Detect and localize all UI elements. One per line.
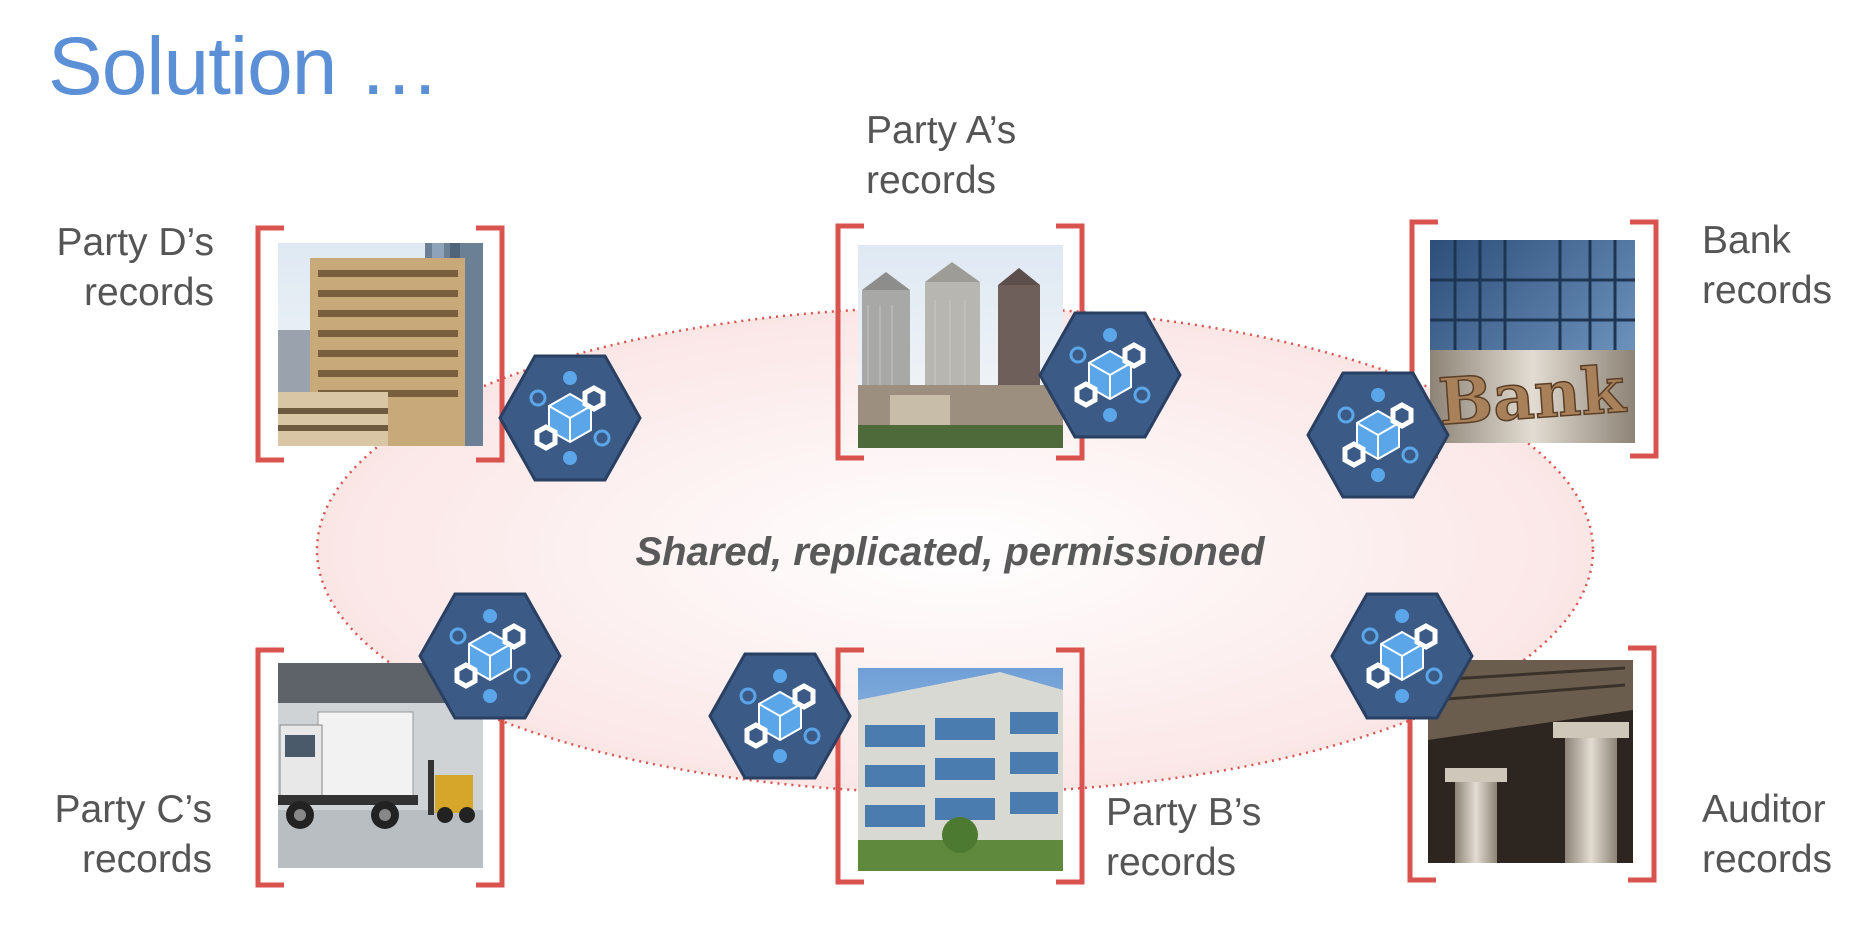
party-a-label-line2: records xyxy=(866,159,997,202)
party-c-label: Party C’s records xyxy=(20,785,213,885)
party-d-label-line2: records xyxy=(83,271,214,314)
party-d-label-line1: Party D’s xyxy=(56,221,215,264)
auditor-image xyxy=(1428,660,1633,863)
bank-image: Bank xyxy=(1430,240,1635,443)
bank-label-line1: Bank xyxy=(1702,219,1791,262)
party-b-label: Party B’s records xyxy=(1106,788,1261,888)
bank-sign: Bank xyxy=(1436,352,1629,440)
party-d-image xyxy=(278,243,483,446)
auditor-label-line2: records xyxy=(1702,838,1833,881)
shared-ledger-label: Shared, replicated, permissioned xyxy=(635,530,1265,574)
party-a-image xyxy=(858,245,1063,448)
party-c-label-line1: Party C’s xyxy=(54,788,213,831)
auditor-label: Auditor records xyxy=(1702,785,1832,885)
party-a-label-line1: Party A’s xyxy=(866,109,1017,152)
party-b-image xyxy=(858,668,1063,871)
shared-ledger-ellipse xyxy=(315,305,1595,795)
auditor-label-line1: Auditor xyxy=(1702,788,1826,831)
party-b-label-line2: records xyxy=(1106,841,1237,884)
bank-label-line2: records xyxy=(1702,269,1833,312)
party-b-label-line1: Party B’s xyxy=(1106,791,1262,834)
bank-label: Bank records xyxy=(1702,216,1832,316)
party-c-image xyxy=(278,663,483,868)
page-title: Solution … xyxy=(48,21,440,112)
party-a-label: Party A’s records xyxy=(866,106,1016,206)
party-c-label-line2: records xyxy=(81,838,212,881)
party-d-label: Party D’s records xyxy=(20,218,215,318)
